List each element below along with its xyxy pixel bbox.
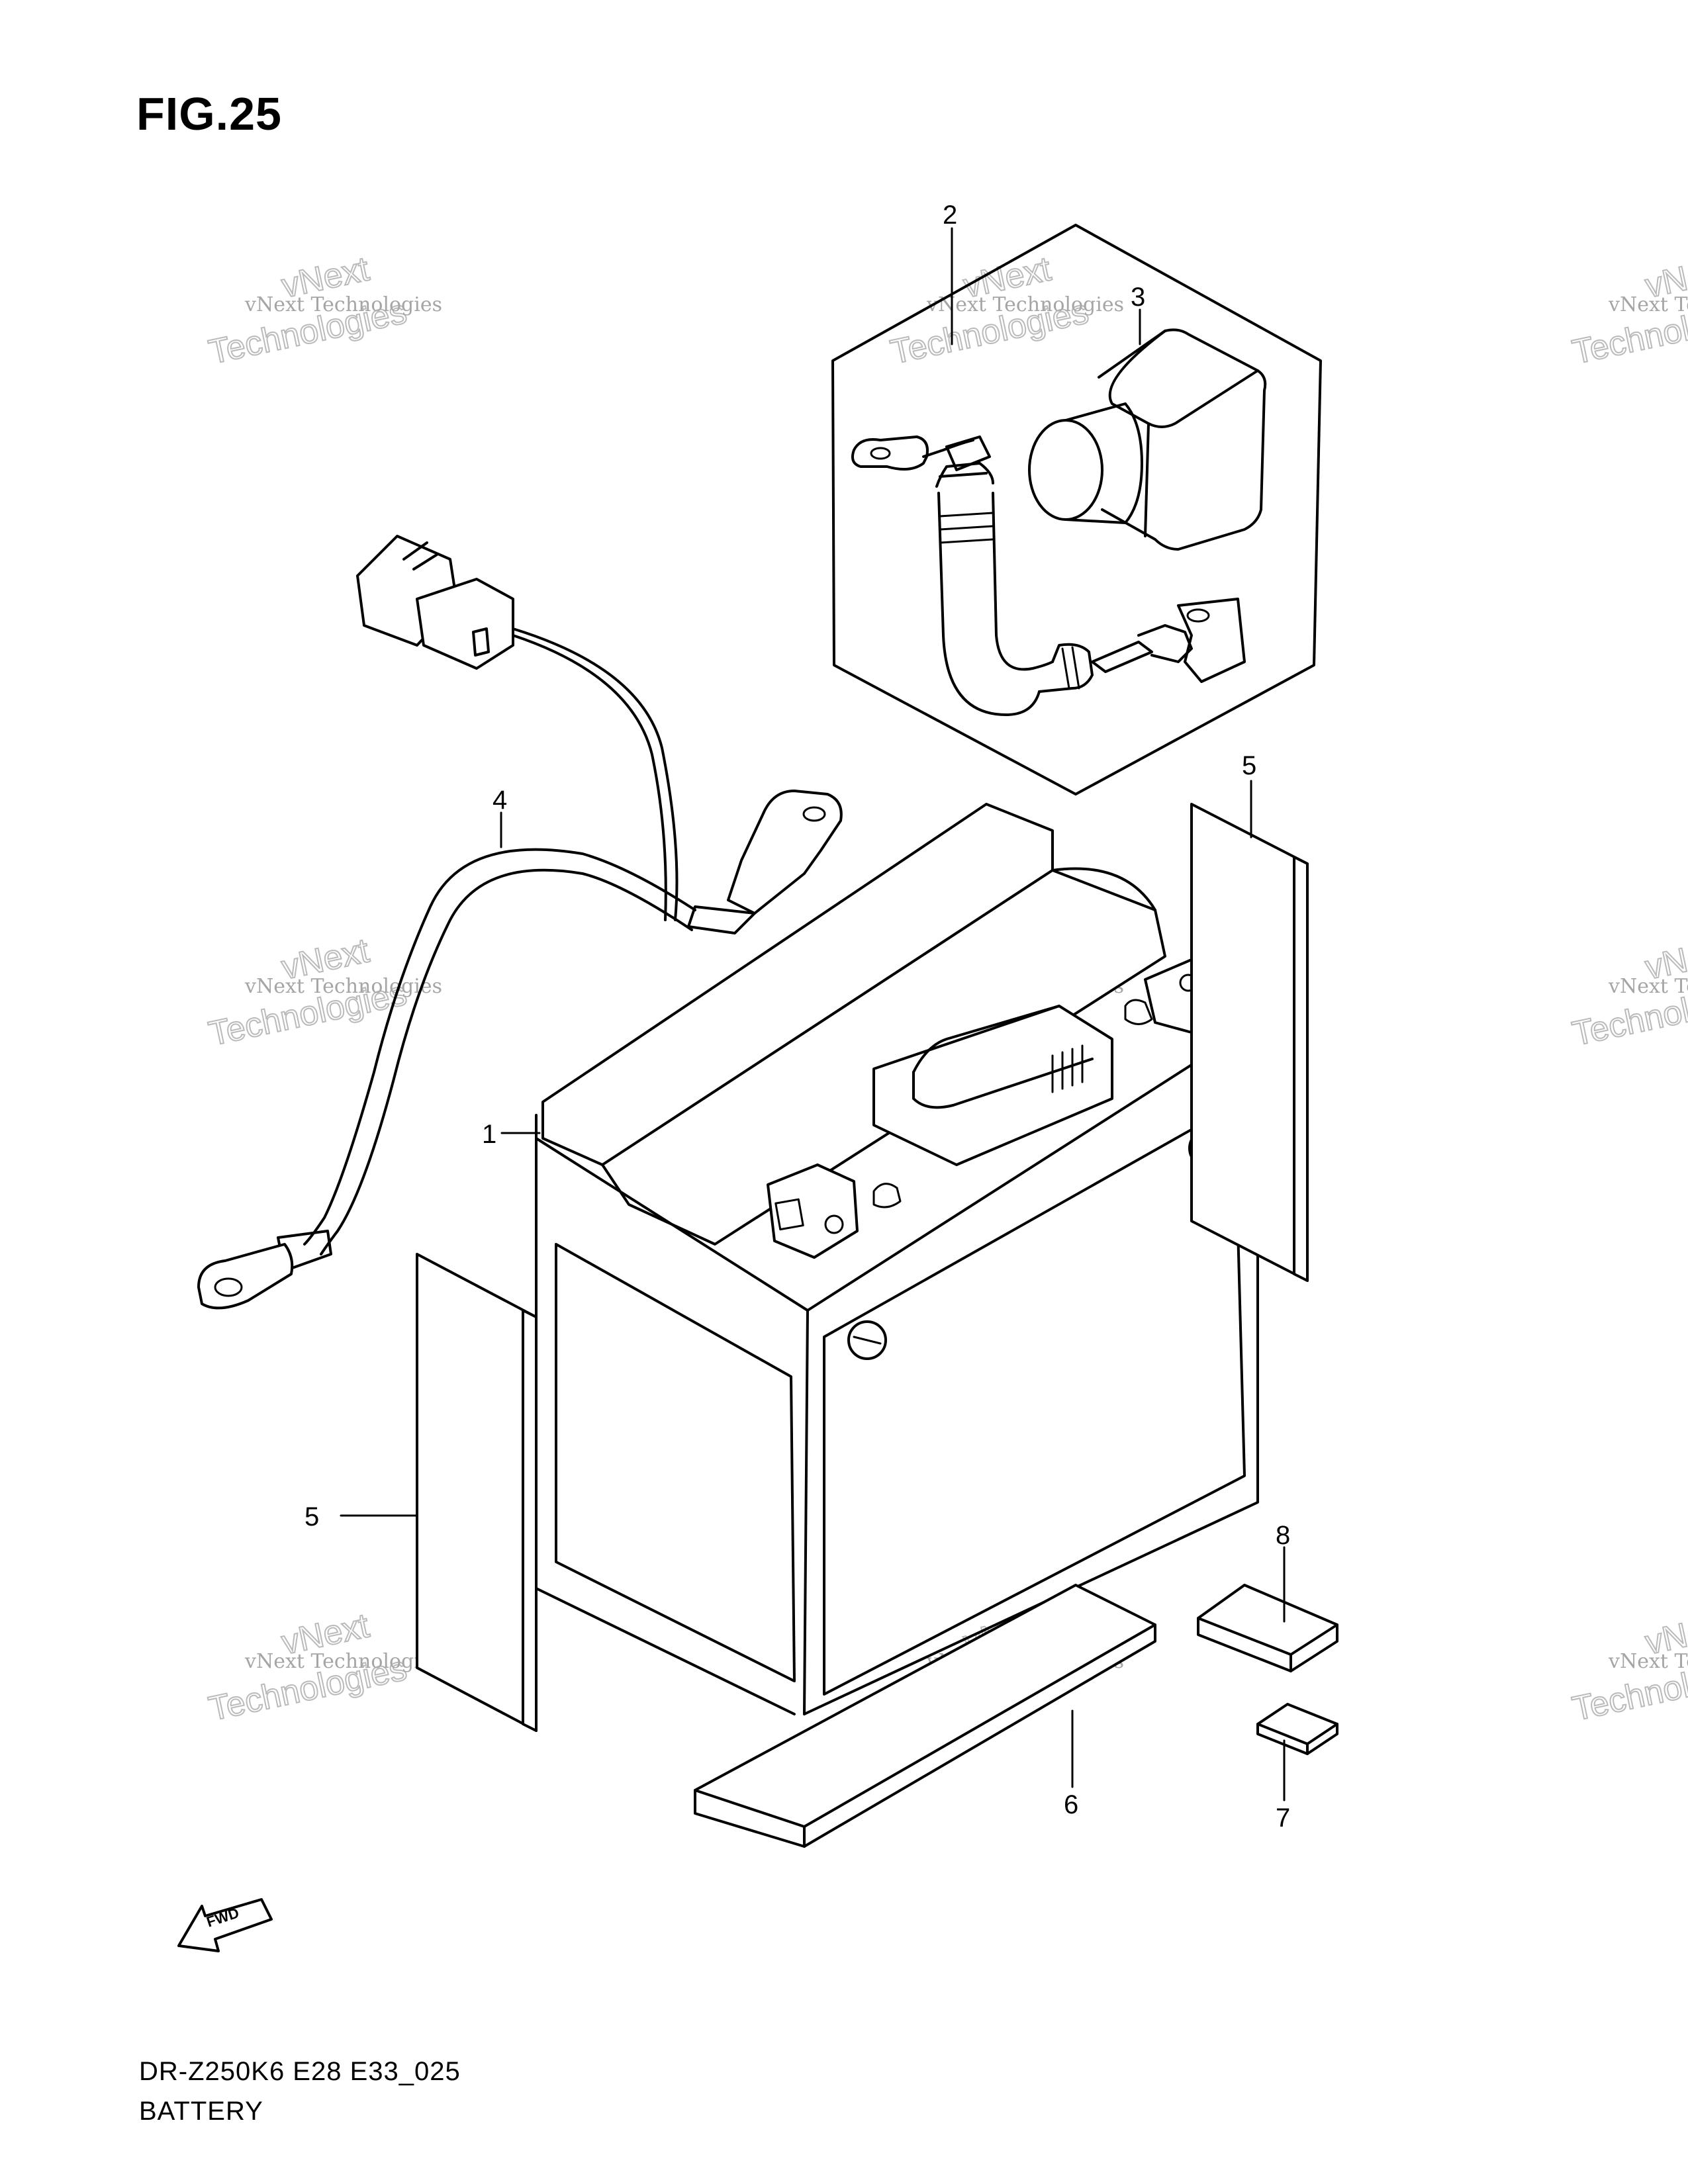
svg-text:vNext Technologies: vNext Technologies [244,1650,442,1673]
callout-5-left: 5 [305,1502,319,1531]
svg-text:vNext Technologies: vNext Technologies [1608,1650,1688,1673]
cable-assembly-box [831,224,1322,796]
watermark: vNext Technologies vNext Technologies [205,1606,442,1729]
battery-cable [197,535,843,1310]
svg-text:vNext: vNext [1642,1606,1688,1662]
svg-text:vNext: vNext [1642,931,1688,987]
watermark: vNext Technologies vNext Technologies [1568,931,1688,1054]
callout-5-right: 5 [1242,751,1256,780]
svg-text:vNext: vNext [1642,250,1688,305]
callout-3: 3 [1131,283,1145,312]
callout-8: 8 [1276,1521,1290,1550]
svg-text:vNext Technologies: vNext Technologies [1608,293,1688,316]
pad-bottom [694,1584,1156,1848]
callout-7: 7 [1276,1803,1290,1833]
pad-7 [1256,1703,1338,1755]
callout-4: 4 [492,786,507,815]
leader-lines [340,227,1286,1801]
svg-text:vNext Technologies: vNext Technologies [1608,975,1688,998]
watermark: vNext Technologies vNext Technologies [1568,1606,1688,1729]
figure-title: FIG.25 [136,88,282,140]
pad-right [1190,803,1309,1282]
battery [535,803,1266,1715]
watermark: vNext Technologies vNext Technologies [205,249,442,372]
pad-left [416,1253,538,1732]
callout-1: 1 [482,1120,496,1149]
pad-8 [1197,1584,1338,1672]
callout-6: 6 [1064,1790,1078,1819]
svg-text:vNext Technologies: vNext Technologies [926,293,1124,316]
watermark: vNext Technologies vNext Technologies [1568,249,1688,372]
svg-text:vNext Technologies: vNext Technologies [244,293,442,316]
callout-2: 2 [943,201,957,230]
diagram-name: BATTERY [139,2097,263,2126]
diagram-code: DR-Z250K6 E28 E33_025 [139,2057,461,2086]
callouts: 2 3 4 1 5 5 6 7 8 [305,201,1290,1833]
fwd-arrow-icon: FWD [177,1898,273,1952]
svg-text:vNext Technologies: vNext Technologies [244,975,442,998]
